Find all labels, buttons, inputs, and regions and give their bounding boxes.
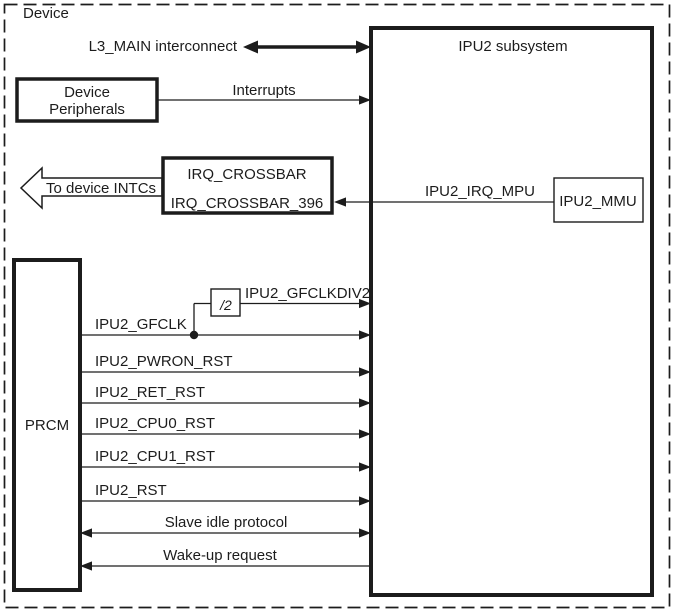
interrupts-signal: Interrupts [158, 82, 371, 105]
ipu2-cpu0-rst-label: IPU2_CPU0_RST [95, 415, 215, 432]
device-peripherals-box [15, 77, 159, 123]
l3-main-right-arrowhead [356, 40, 371, 54]
irq-crossbar-label-line2: IRQ_CROSSBAR_396 [171, 195, 324, 212]
prcm-label: PRCM [25, 417, 69, 434]
interrupts-label: Interrupts [232, 82, 295, 99]
wakeup-arrowhead [80, 561, 92, 571]
l3-main-label: L3_MAIN interconnect [89, 38, 238, 55]
prcm-box [12, 258, 82, 592]
ipu2-subsystem-box [369, 26, 654, 597]
interrupts-arrowhead [359, 95, 371, 105]
device-label: Device [23, 5, 69, 22]
ipu2-cpu1-rst-label: IPU2_CPU1_RST [95, 448, 215, 465]
ipu2-pwron-rst-signal: IPU2_PWRON_RST [80, 353, 371, 377]
ipu2-rst-arrowhead [359, 496, 371, 506]
ipu2-rst-signal: IPU2_RST [80, 482, 371, 506]
wakeup-request-signal: Wake-up request [80, 547, 371, 571]
ipu2-pwron-rst-label: IPU2_PWRON_RST [95, 353, 233, 370]
ipu2-irq-mpu-arrowhead [334, 197, 346, 207]
l3-main-left-arrowhead [243, 40, 258, 54]
l3-main-interconnect-signal: L3_MAIN interconnect [89, 38, 371, 55]
device-boundary [3, 3, 671, 609]
ipu2-irq-mpu-signal: IPU2_IRQ_MPU [334, 183, 554, 207]
ipu2-cpu0-rst-signal: IPU2_CPU0_RST [80, 415, 371, 439]
ipu2-gfclkdiv2-signal: IPU2_GFCLKDIV2 [240, 285, 371, 309]
ipu2-cpu1-rst-signal: IPU2_CPU1_RST [80, 448, 371, 472]
ipu2-gfclk-arrowhead [359, 330, 371, 340]
ipu2-gfclk-signal: IPU2_GFCLK [80, 302, 371, 340]
ipu2-ret-rst-signal: IPU2_RET_RST [80, 384, 371, 408]
device-peripherals-label-line1: Device [64, 84, 110, 101]
ipu2-mmu-label: IPU2_MMU [559, 193, 637, 210]
to-device-intcs-label: To device INTCs [46, 180, 156, 197]
irq-crossbar-box [161, 156, 334, 215]
to-device-intcs-arrow: To device INTCs [19, 166, 163, 210]
ipu2-subsystem-title: IPU2 subsystem [458, 38, 567, 55]
slave-idle-protocol-signal: Slave idle protocol [80, 514, 371, 538]
ipu2-gfclkdiv2-arrowhead [359, 298, 371, 309]
ipu2-mmu-box [553, 177, 644, 223]
ipu2-irq-mpu-label: IPU2_IRQ_MPU [425, 183, 535, 200]
ipu2-pwron-rst-arrowhead [359, 367, 371, 377]
divide-by-2-box [210, 288, 241, 317]
to-device-intcs-shape [19, 166, 163, 210]
slave-idle-left-arrowhead [80, 528, 92, 538]
ipu2-gfclk-label: IPU2_GFCLK [95, 316, 187, 333]
ipu2-ret-rst-label: IPU2_RET_RST [95, 384, 205, 401]
ipu2-gfclkdiv2-label: IPU2_GFCLKDIV2 [245, 285, 370, 302]
ipu2-ret-rst-arrowhead [359, 398, 371, 408]
divide-by-2-label: /2 [219, 297, 232, 313]
slave-idle-label: Slave idle protocol [165, 514, 288, 531]
irq-crossbar-label-line1: IRQ_CROSSBAR [187, 166, 306, 183]
device-peripherals-label-line2: Peripherals [49, 101, 125, 118]
ipu2-cpu0-rst-arrowhead [359, 429, 371, 439]
wakeup-label: Wake-up request [163, 547, 277, 564]
slave-idle-right-arrowhead [359, 528, 371, 538]
ipu2-rst-label: IPU2_RST [95, 482, 167, 499]
ipu2-cpu1-rst-arrowhead [359, 462, 371, 472]
